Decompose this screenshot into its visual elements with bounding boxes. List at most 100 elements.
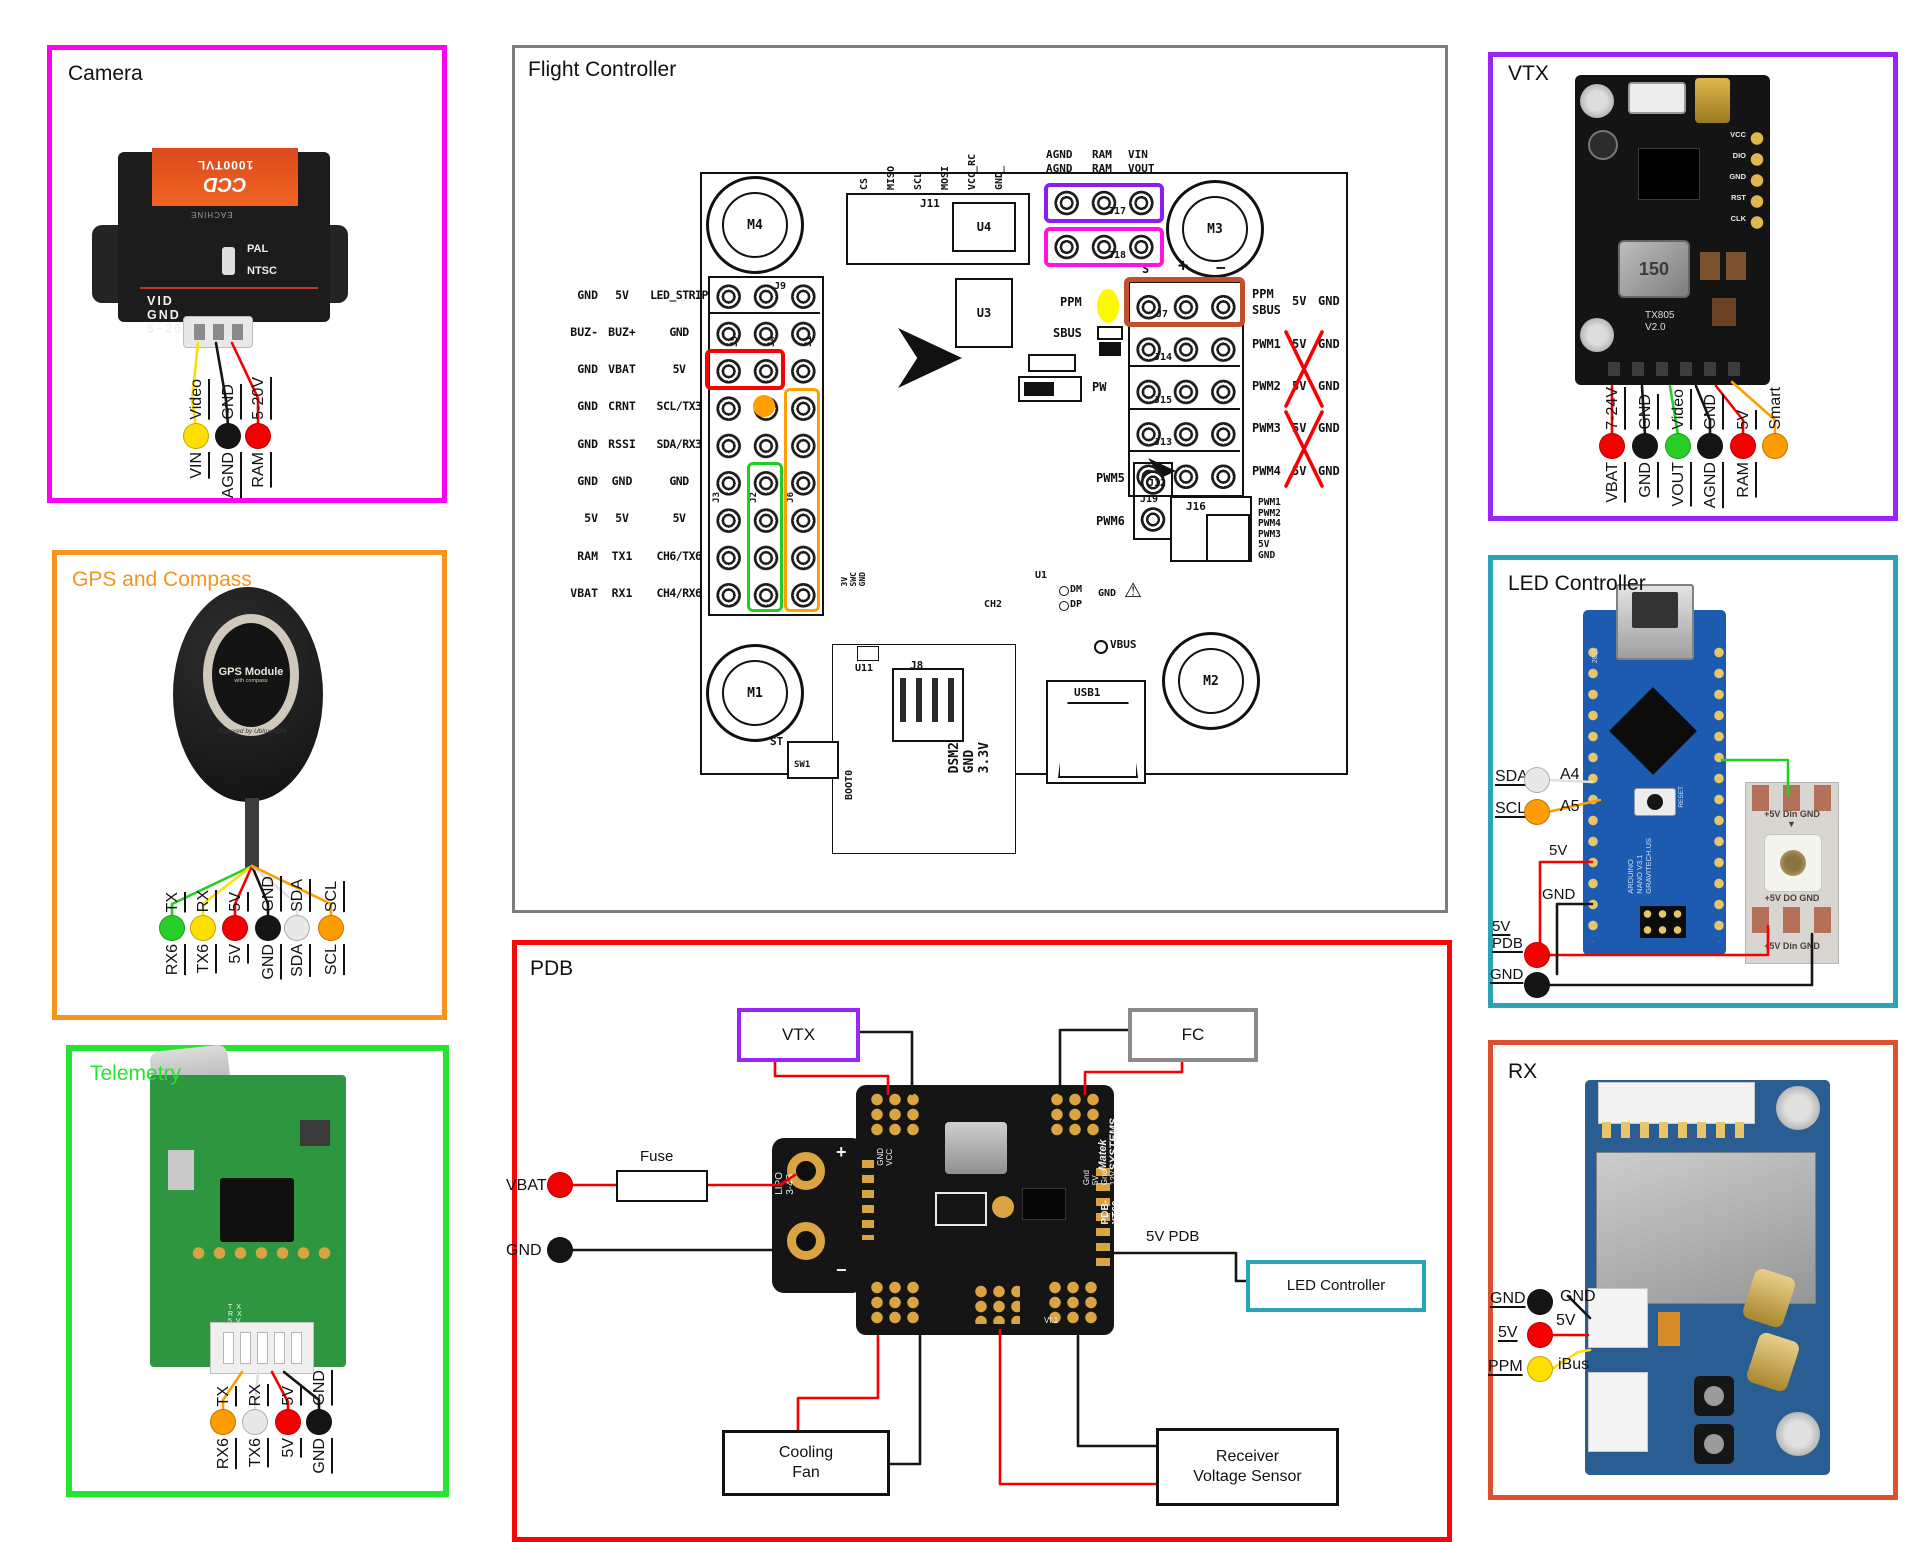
gps-pin-scl: SCL SCL <box>313 862 349 1018</box>
telemetry-pin-row <box>188 1243 340 1263</box>
nano-pin-holes-right <box>1712 642 1726 942</box>
pdb-vtx-power-wire <box>773 1050 890 1096</box>
led-sda-dot <box>1524 767 1550 793</box>
pdb-vbat-label: VBAT <box>506 1177 547 1194</box>
fc-dp-label: DP <box>1070 599 1083 610</box>
gps-pad-label: GND <box>259 944 277 980</box>
pdb-vbat-dot <box>547 1172 573 1198</box>
fc-motor-m2: M2 <box>1162 632 1260 730</box>
gps-sda-dot <box>284 915 310 941</box>
fc-sw1-switch <box>787 741 839 779</box>
fc-j8-label: J8 <box>910 659 924 672</box>
gps-ring-caption: Powered by Ublox M8N <box>217 728 287 735</box>
telemetry-pin-tx: TX RX6 <box>205 1362 241 1512</box>
camera-pin-gnd: GND AGND <box>210 352 246 526</box>
led-scl-label: SCL <box>1495 800 1527 817</box>
vtx-pad-dio: DIO <box>1732 151 1746 160</box>
fc-5v-strikethrough <box>1284 330 1324 408</box>
fc-sbus-row-label: SBUS <box>1252 303 1281 317</box>
rx-5v-dot <box>1527 1322 1553 1348</box>
camera-ntsc-text: NTSC <box>247 265 277 277</box>
vtx-model: TX805 <box>1645 310 1675 321</box>
fc-row-divider <box>1128 450 1240 452</box>
led-5v-pdb-dot <box>1524 942 1550 968</box>
gps-pin-gnd: GND GND <box>250 862 286 1018</box>
pdb-minus-text: − <box>836 1260 847 1280</box>
fc-j19-label: J19 <box>1140 494 1159 505</box>
rx-gnd-dot <box>1527 1289 1553 1315</box>
vtx-wire-label: GND <box>1701 394 1719 430</box>
pdb-fc-gnd-wire <box>1058 1028 1130 1096</box>
telemetry-rx-dot <box>242 1409 268 1435</box>
fc-j16-label: J16 <box>1186 500 1206 513</box>
fc-j17-purple-box <box>1044 183 1164 223</box>
telemetry-pad-label: GND <box>310 1438 328 1474</box>
fc-row-gnd-label: GND <box>1318 337 1340 351</box>
gps-pad-label: SCL <box>322 944 340 976</box>
pdb-fan-gnd-wire <box>884 1334 922 1466</box>
fc-st-label: ST <box>770 735 784 748</box>
gps-rx-dot <box>190 915 216 941</box>
led-scl-wire <box>1546 798 1602 814</box>
fc-row-divider <box>1128 408 1240 410</box>
vtx-cap <box>1726 252 1746 280</box>
led-strip-pad <box>1752 907 1769 933</box>
telemetry-pin-gnd: GND GND <box>301 1362 337 1512</box>
telemetry-pad-label: RX6 <box>214 1438 232 1470</box>
vtx-pin-ram: 5V RAM <box>1725 378 1761 536</box>
pdb-gnd-label: GND <box>506 1242 542 1259</box>
fc-sbus-label: SBUS <box>1053 326 1082 340</box>
fc-left-pad-grid <box>708 276 824 616</box>
flight-controller-title: Flight Controller <box>528 58 677 81</box>
fc-j14-label: J14 <box>1154 352 1173 363</box>
fc-u11-chip <box>857 646 879 661</box>
fc-j16-inner <box>1206 514 1250 562</box>
pdb-rvs-gnd-wire <box>1076 1334 1158 1448</box>
fc-row-gnd-label: GND <box>1318 421 1340 435</box>
pdb-fan-node: Cooling Fan <box>722 1430 890 1496</box>
gps-wire-label: TX <box>163 891 181 912</box>
vtx-title: VTX <box>1508 62 1549 85</box>
rx-top-connector <box>1598 1082 1755 1124</box>
fc-5v-strikethrough <box>1284 410 1324 488</box>
gps-pad-label: RX6 <box>163 944 181 976</box>
fc-pwm6-label: PWM6 <box>1096 514 1125 528</box>
pdb-rvs-node-label: Receiver Voltage Sensor <box>1193 1448 1302 1485</box>
fc-motor-m4: M4 <box>706 176 804 274</box>
vtx-vbat-dot <box>1599 433 1625 459</box>
led-strip-pad <box>1783 907 1800 933</box>
fc-dp-testpoint <box>1059 601 1069 611</box>
telemetry-wire-label: 5V <box>279 1386 297 1406</box>
gps-ring: GPS Module with compass <box>203 614 299 736</box>
vtx-wire-label: Video <box>1669 389 1687 430</box>
rx-cap-orange <box>1658 1312 1680 1346</box>
led-strip-pad <box>1752 785 1769 811</box>
gps-gnd-wire <box>250 864 270 919</box>
led-scl-dot <box>1524 799 1550 825</box>
gps-title: GPS and Compass <box>72 568 252 591</box>
camera-pad-label: VIN <box>187 452 205 479</box>
fc-highlight-vbat-red <box>705 349 785 390</box>
pdb-rvs-node: Receiver Voltage Sensor <box>1156 1428 1339 1506</box>
vtx-cap <box>1712 298 1736 326</box>
fc-vbus-testpoint <box>1094 640 1108 654</box>
fc-rc-header-minus: − <box>1216 258 1226 277</box>
fc-j11-label: J11 <box>920 197 940 210</box>
rx-ibus-wire <box>1550 1348 1592 1371</box>
nano-reset-button <box>1634 788 1676 816</box>
pdb-regulator <box>945 1122 1007 1174</box>
camera-video-wire <box>190 341 200 428</box>
pdb-fuse-label: Fuse <box>640 1148 674 1165</box>
telemetry-wire-label: TX <box>214 1385 232 1406</box>
fc-j17-pads <box>1048 187 1160 219</box>
fc-vbus-label: VBUS <box>1110 638 1137 651</box>
rx-screw-bottom <box>1776 1412 1820 1456</box>
vtx-pad-label: AGND <box>1701 462 1719 509</box>
vtx-pad-rst: RST <box>1731 193 1746 202</box>
led-strip-row3-text: +5V Din GND <box>1764 941 1820 951</box>
fc-pad-grid-divider <box>708 312 820 314</box>
